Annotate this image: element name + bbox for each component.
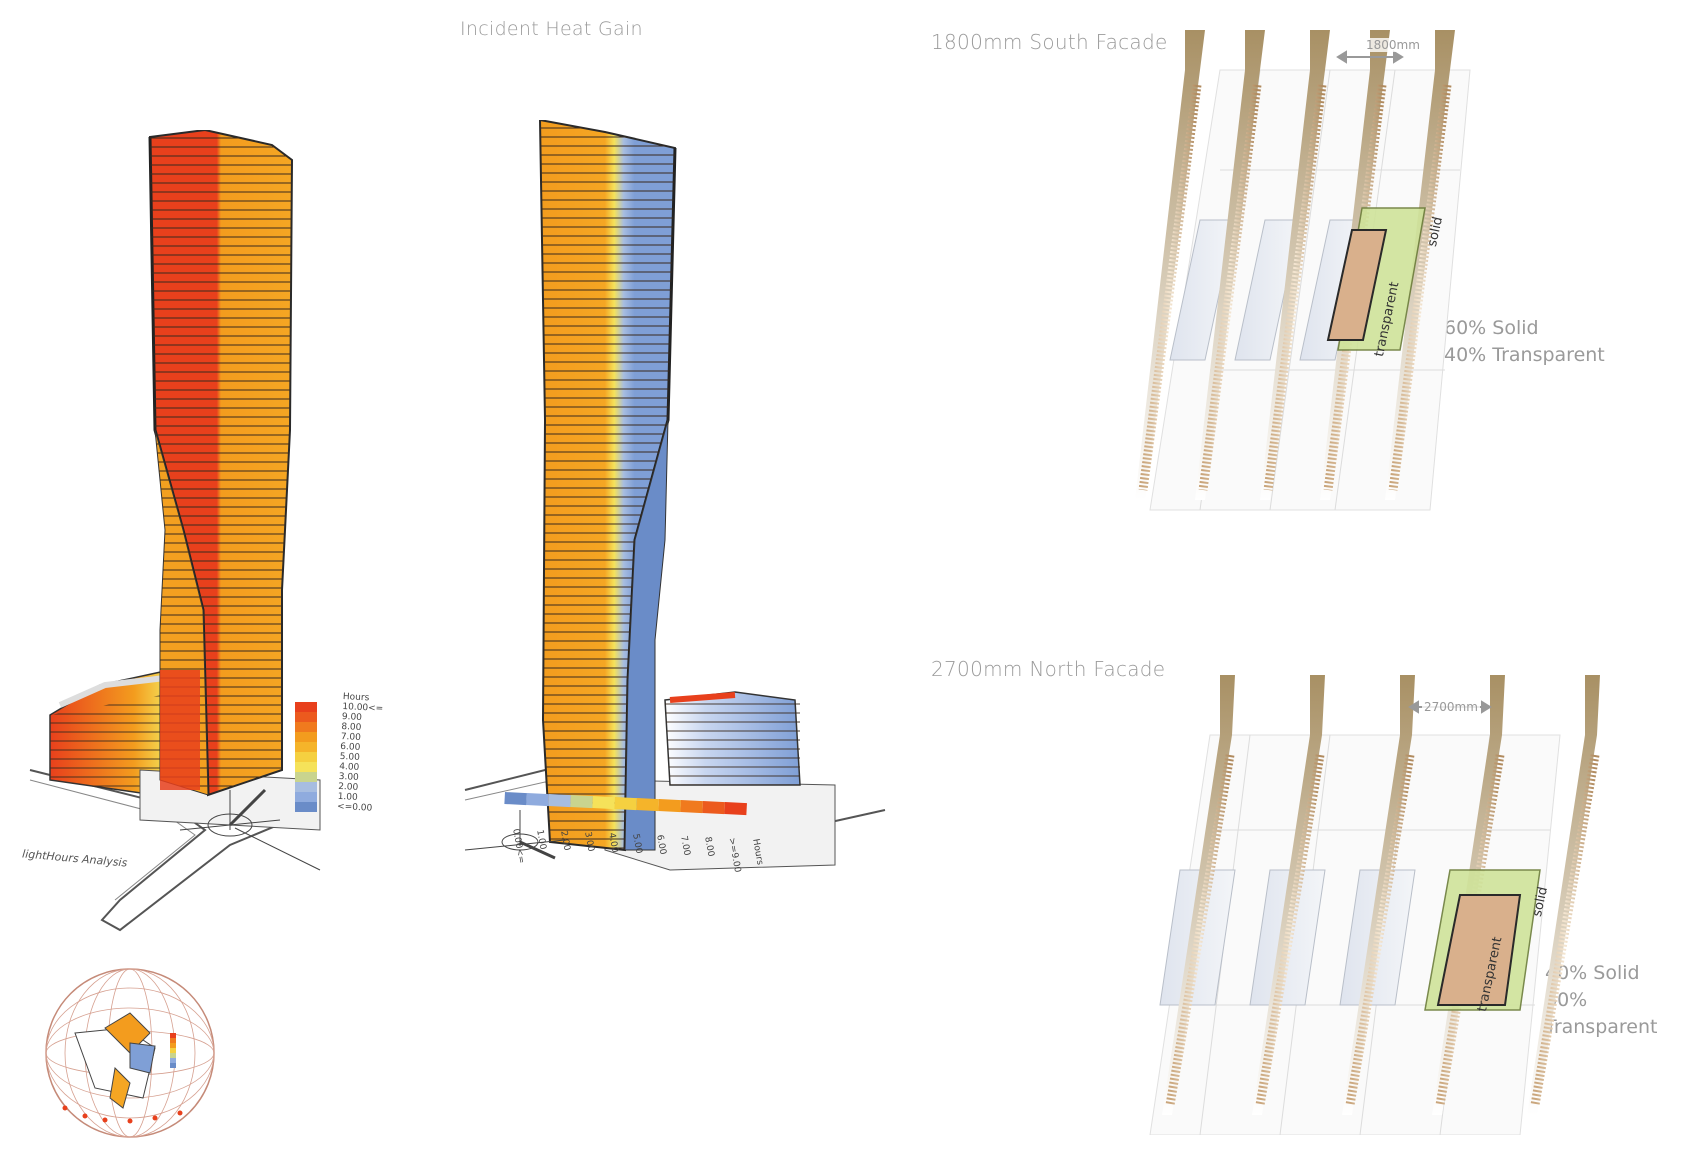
legend-tick: 5.00 — [630, 833, 644, 855]
legend-tick: 4.00 — [606, 832, 620, 854]
right-legend — [504, 792, 747, 816]
south-facade-title: 1800mm South Facade — [931, 30, 1168, 54]
legend-tick: 6.00 — [654, 834, 668, 856]
right-legend-labels: 0.00<= 1.00 2.00 3.00 4.00 5.00 6.00 7.0… — [510, 828, 860, 878]
sun-path-diagram — [45, 968, 215, 1138]
page-title: Incident Heat Gain — [460, 18, 643, 40]
south-ratio-text: 60% Solid 40% Transparent — [1444, 315, 1605, 369]
south-dimension-label: 1800mm — [1364, 38, 1422, 52]
left-tower-diagram — [29, 130, 321, 932]
legend-tick: <=0.00 — [336, 801, 373, 814]
legend-tick: 1.00 — [534, 829, 548, 851]
legend-tick: 7.00 — [678, 835, 692, 857]
north-facade-title: 2700mm North Facade — [931, 657, 1166, 681]
compass-icon — [464, 810, 566, 860]
left-legend-labels: Hours 10.00<= 9.00 8.00 7.00 6.00 5.00 4… — [337, 692, 384, 814]
south-facade-diagram — [1135, 30, 1471, 511]
transparent-panel — [1436, 894, 1522, 1006]
north-ratio-text: 40% Solid 60% Transparent — [1545, 960, 1700, 1041]
right-tower-diagram — [464, 120, 886, 871]
legend-tick: >=9.00 — [726, 837, 743, 874]
legend-tick: 2.00 — [558, 830, 572, 852]
north-facade-diagram — [1149, 675, 1600, 1135]
north-ratio-solid: 40% Solid — [1545, 962, 1640, 984]
south-ratio-solid: 60% Solid — [1444, 317, 1539, 339]
dimension-arrow-icon — [1336, 50, 1404, 64]
north-dimension-label: 2700mm — [1422, 700, 1480, 714]
left-legend — [295, 702, 317, 812]
south-ratio-transparent: 40% Transparent — [1444, 344, 1605, 366]
transparent-panel — [1326, 229, 1388, 341]
legend-tick: Hours — [750, 838, 765, 866]
legend-tick: 3.00 — [582, 831, 596, 853]
legend-tick: 8.00 — [702, 836, 716, 858]
compass-icon — [179, 788, 321, 871]
